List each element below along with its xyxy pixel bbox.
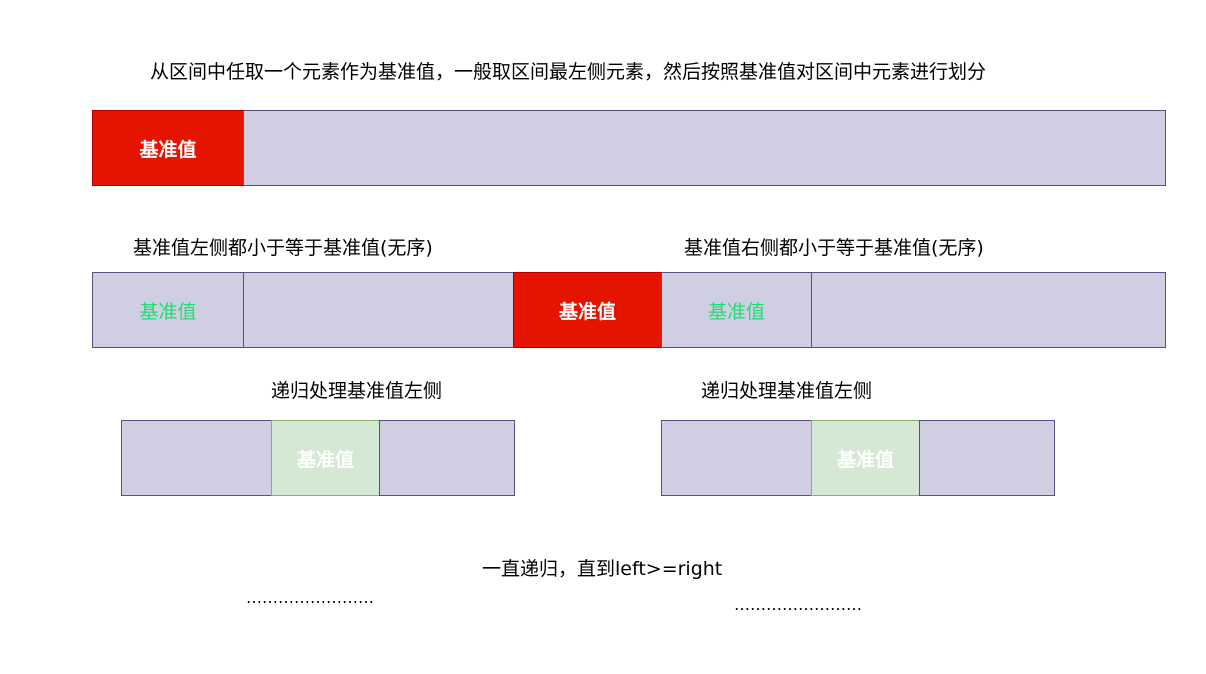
right-partition-rest-cell <box>811 272 1166 348</box>
left-cell-label: 基准值 <box>139 300 197 323</box>
sub-pivot-label: 基准值 <box>296 448 354 471</box>
right-partition-first-cell: 基准值 <box>661 272 812 348</box>
remaining-elements-cell <box>243 110 1166 186</box>
right-cell-label: 基准值 <box>707 300 765 323</box>
left-partition-first-cell: 基准值 <box>92 272 244 348</box>
pivot-label: 基准值 <box>558 300 616 323</box>
pivot-cell: 基准值 <box>513 272 662 348</box>
left-partition-caption: 基准值左侧都小于等于基准值(无序) <box>133 237 433 259</box>
recursion-note: 一直递归，直到left>=right <box>482 558 723 580</box>
description-text: 从区间中任取一个元素作为基准值，一般取区间最左侧元素，然后按照基准值对区间中元素… <box>150 61 987 83</box>
subarray-cell <box>379 420 515 496</box>
recurse-left-caption: 递归处理基准值左侧 <box>271 380 443 402</box>
subarray-cell <box>661 420 812 496</box>
subarray-cell <box>919 420 1055 496</box>
subarray-cell <box>121 420 272 496</box>
sub-pivot-cell: 基准值 <box>271 420 380 496</box>
right-partition-caption: 基准值右侧都小于等于基准值(无序) <box>684 237 984 259</box>
recurse-right-caption: 递归处理基准值左侧 <box>701 380 873 402</box>
sub-pivot-label: 基准值 <box>836 448 894 471</box>
left-partition-rest-cell <box>243 272 515 348</box>
left-ellipsis: …………………… <box>246 588 374 607</box>
pivot-label: 基准值 <box>139 138 197 161</box>
pivot-cell: 基准值 <box>92 110 244 186</box>
right-ellipsis: …………………… <box>734 595 862 614</box>
sub-pivot-cell: 基准值 <box>811 420 920 496</box>
